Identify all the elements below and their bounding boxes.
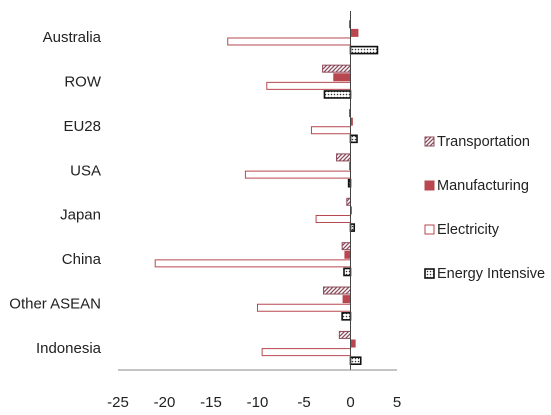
bar-china-transportation xyxy=(341,242,352,251)
category-label: Indonesia xyxy=(36,340,102,357)
category-label: ROW xyxy=(64,74,102,91)
legend-swatch xyxy=(424,268,435,279)
bar-row-manufacturing xyxy=(333,73,352,82)
category-label: Japan xyxy=(60,207,101,224)
category-label: Other ASEAN xyxy=(9,295,101,312)
bar-other-asean-energy-intensive xyxy=(341,312,352,321)
bar-australia-electricity xyxy=(227,37,352,46)
bar-japan-transportation xyxy=(346,197,351,206)
bar-japan-energy-intensive xyxy=(349,223,356,232)
category-label: USA xyxy=(70,162,101,179)
bar-other-asean-electricity xyxy=(257,303,351,312)
x-axis: -25 -20 -15 -10 -5 0 5 xyxy=(107,369,401,411)
x-tick-label: 0 xyxy=(346,394,354,411)
bar-japan-electricity xyxy=(315,214,351,223)
legend-swatch xyxy=(424,180,435,191)
category-label: Australia xyxy=(43,29,102,46)
legend: TransportationManufacturingElectricityEn… xyxy=(424,134,545,282)
x-tick-label: -20 xyxy=(154,394,176,411)
bar-other-asean-transportation xyxy=(323,286,351,295)
bar-row-transportation xyxy=(322,64,352,73)
bar-indonesia-manufacturing xyxy=(350,339,356,348)
legend-label: Transportation xyxy=(437,134,530,150)
bar-china-manufacturing xyxy=(344,250,352,259)
bar-indonesia-energy-intensive xyxy=(349,356,362,366)
bar-eu28-energy-intensive xyxy=(349,134,358,144)
bar-other-asean-manufacturing xyxy=(342,295,351,304)
bar-australia-manufacturing xyxy=(350,28,359,37)
x-tick-label: -5 xyxy=(297,394,310,411)
category-label: China xyxy=(62,251,102,268)
bars-layer xyxy=(154,11,379,370)
bar-row-electricity xyxy=(266,81,351,90)
x-tick-label: -25 xyxy=(107,394,129,411)
x-tick-label: 5 xyxy=(393,394,401,411)
legend-swatch xyxy=(424,136,435,147)
legend-label: Manufacturing xyxy=(437,178,529,194)
legend-swatch xyxy=(424,224,435,235)
bar-indonesia-electricity xyxy=(261,348,351,357)
bar-row-energy-intensive xyxy=(323,90,352,99)
x-tick-label: -10 xyxy=(247,394,269,411)
bar-china-electricity xyxy=(154,259,351,268)
bar-usa-transportation xyxy=(336,153,351,162)
bar-australia-energy-intensive xyxy=(349,45,379,55)
bar-china-energy-intensive xyxy=(343,267,352,277)
legend-label: Energy Intensive xyxy=(437,266,545,282)
bar-indonesia-transportation xyxy=(338,330,351,339)
legend-label: Electricity xyxy=(437,222,500,238)
bar-usa-electricity xyxy=(244,170,351,179)
bar-eu28-electricity xyxy=(310,126,352,135)
category-label: EU28 xyxy=(63,118,101,135)
x-tick-label: -15 xyxy=(200,394,222,411)
